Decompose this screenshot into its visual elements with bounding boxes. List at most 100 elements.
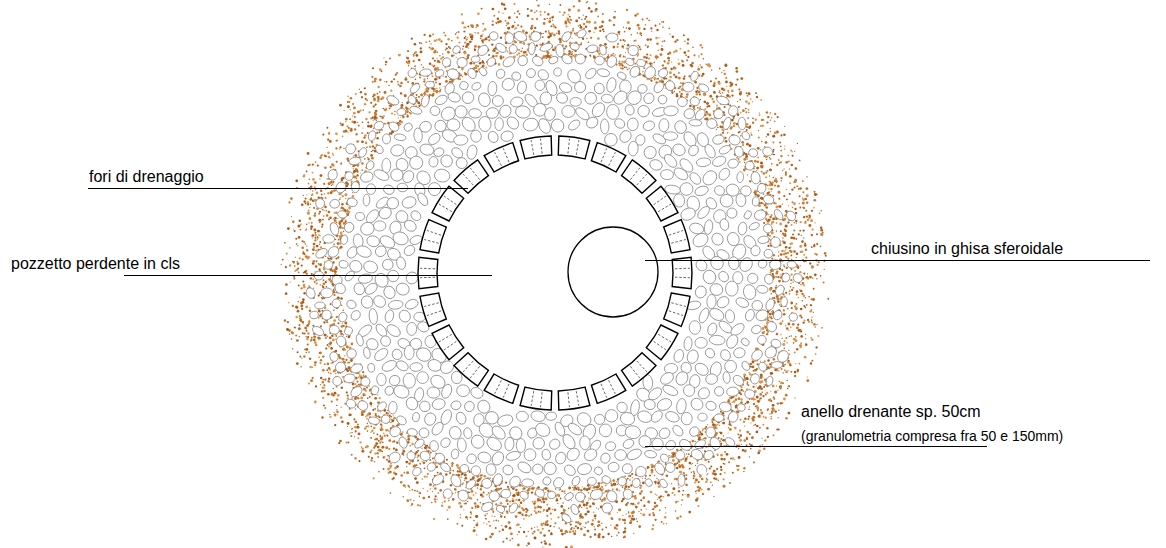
soil-grain [707, 488, 710, 491]
soil-grain [328, 372, 330, 374]
soil-grain [640, 499, 642, 501]
soil-grain [432, 33, 434, 35]
soil-grain [639, 46, 641, 48]
soil-grain [586, 38, 588, 40]
soil-grain [301, 308, 303, 310]
soil-grain [746, 92, 748, 94]
soil-grain [744, 417, 747, 420]
soil-grain [618, 31, 620, 33]
soil-grain [806, 216, 808, 218]
soil-grain [594, 526, 595, 527]
soil-grain [612, 53, 614, 55]
soil-grain [312, 199, 315, 202]
soil-grain [807, 319, 809, 321]
soil-grain [335, 147, 337, 149]
soil-grain [302, 252, 305, 255]
soil-grain [312, 260, 315, 263]
soil-grain [361, 446, 362, 447]
soil-grain [509, 539, 511, 541]
soil-grain [467, 37, 468, 38]
soil-grain [635, 40, 637, 42]
soil-grain [330, 166, 332, 168]
soil-grain [799, 203, 800, 204]
soil-grain [484, 475, 487, 478]
soil-grain [568, 487, 571, 490]
soil-grain [803, 254, 805, 256]
soil-grain [797, 324, 799, 326]
soil-grain [389, 107, 391, 109]
soil-grain [379, 435, 381, 437]
soil-grain [732, 472, 734, 474]
soil-grain [762, 377, 763, 378]
soil-grain [482, 33, 483, 34]
soil-grain [376, 93, 378, 95]
soil-grain [796, 293, 798, 295]
soil-grain [315, 344, 318, 347]
soil-grain [645, 44, 647, 46]
soil-grain [645, 24, 646, 25]
soil-grain [476, 24, 479, 27]
soil-grain [318, 263, 320, 265]
soil-grain [405, 461, 408, 464]
soil-grain [696, 93, 699, 96]
soil-grain [301, 246, 304, 249]
soil-grain [748, 112, 750, 114]
soil-grain [337, 242, 340, 245]
soil-grain [565, 21, 567, 23]
soil-grain [467, 501, 468, 502]
soil-grain [294, 265, 296, 267]
soil-grain [791, 307, 793, 309]
soil-grain [803, 229, 805, 231]
soil-grain [523, 531, 525, 533]
soil-grain [343, 231, 345, 233]
soil-grain [336, 414, 337, 415]
soil-grain [672, 35, 674, 37]
soil-grain [324, 193, 326, 195]
soil-grain [296, 339, 299, 342]
soil-grain [790, 371, 792, 373]
soil-grain [677, 62, 680, 65]
soil-grain [295, 238, 297, 240]
soil-grain [660, 53, 663, 56]
soil-grain [704, 437, 707, 440]
soil-grain [761, 444, 763, 446]
soil-grain [351, 180, 353, 182]
soil-grain [656, 29, 658, 31]
soil-grain [812, 229, 814, 231]
soil-grain [642, 478, 643, 479]
soil-grain [327, 152, 330, 155]
soil-grain [663, 40, 665, 42]
soil-grain [779, 223, 782, 226]
soil-grain [774, 120, 776, 122]
soil-grain [763, 193, 765, 195]
soil-grain [614, 11, 616, 13]
soil-grain [466, 39, 468, 41]
soil-grain [776, 231, 777, 232]
soil-grain [309, 207, 310, 208]
soil-grain [475, 524, 478, 527]
soil-grain [342, 323, 343, 324]
soil-grain [520, 26, 522, 28]
soil-grain [325, 337, 327, 339]
soil-grain [322, 381, 324, 383]
soil-grain [762, 125, 764, 127]
soil-grain [768, 214, 769, 215]
soil-grain [539, 506, 542, 509]
soil-grain [320, 155, 322, 157]
soil-grain [446, 459, 448, 461]
soil-grain [779, 142, 781, 144]
soil-grain [517, 24, 519, 26]
soil-grain [347, 394, 349, 396]
soil-grain [319, 178, 321, 180]
soil-grain [823, 281, 825, 283]
soil-grain [339, 226, 342, 229]
soil-grain [739, 390, 740, 391]
soil-grain [736, 157, 737, 158]
soil-grain [498, 520, 499, 521]
soil-grain [318, 356, 320, 358]
soil-grain [625, 52, 626, 53]
soil-grain [822, 232, 824, 234]
soil-grain [791, 201, 793, 203]
soil-grain [303, 355, 305, 357]
soil-grain [680, 82, 682, 84]
